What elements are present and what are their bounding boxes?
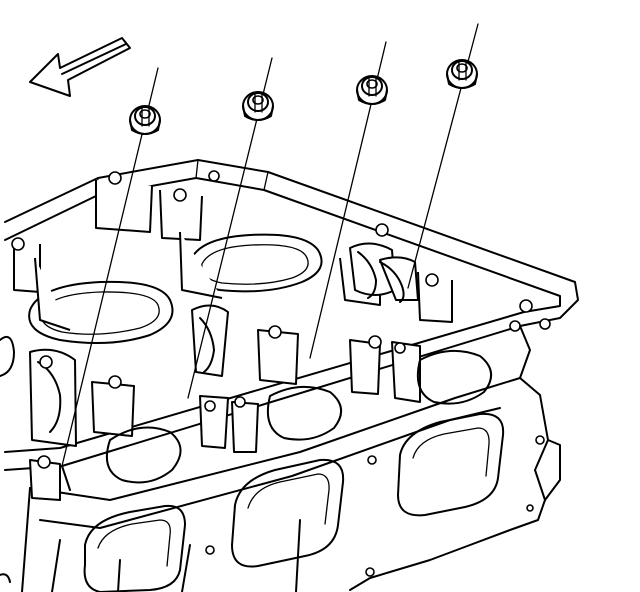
camshaft-towers-lower (29, 304, 421, 501)
combustion-chamber-left (28, 280, 174, 345)
front-direction-arrow-icon (29, 37, 131, 97)
deck-bolt-holes (11, 170, 551, 469)
exhaust-port-3 (397, 412, 505, 517)
left-edge-details (0, 336, 15, 583)
exhaust-port-1 (83, 504, 186, 592)
camshaft-towers-upper (13, 180, 453, 331)
valve-retainer-4-icon (446, 59, 478, 89)
cylinder-head-deck (4, 159, 579, 471)
lower-face-bolt-holes (205, 435, 545, 577)
valve-retainer-3-icon (356, 75, 388, 105)
valve-retainer-1-icon (129, 105, 161, 135)
valve-retainer-2-icon (242, 91, 274, 121)
combustion-chamber-right (188, 233, 323, 293)
exhaust-port-2 (231, 458, 345, 568)
